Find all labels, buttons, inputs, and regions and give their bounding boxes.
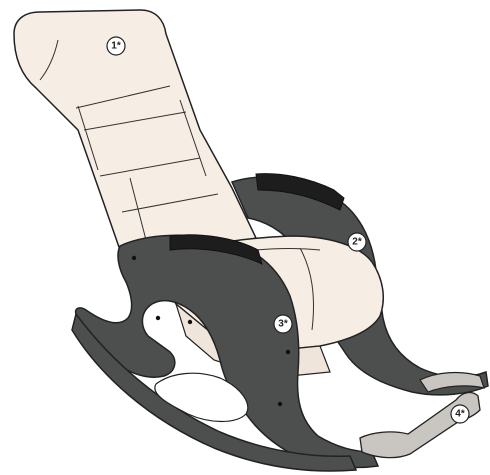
callout-3: 3* [274,315,292,333]
callout-4: 4* [451,405,469,423]
callout-1-label: 1* [111,41,121,52]
back-cushion [14,10,256,262]
callout-2-label: 2* [352,237,362,248]
footrest [360,393,480,458]
callout-1: 1* [107,37,125,55]
callout-2: 2* [348,233,366,251]
callout-3-label: 3* [278,319,288,330]
callout-4-label: 4* [455,409,465,420]
